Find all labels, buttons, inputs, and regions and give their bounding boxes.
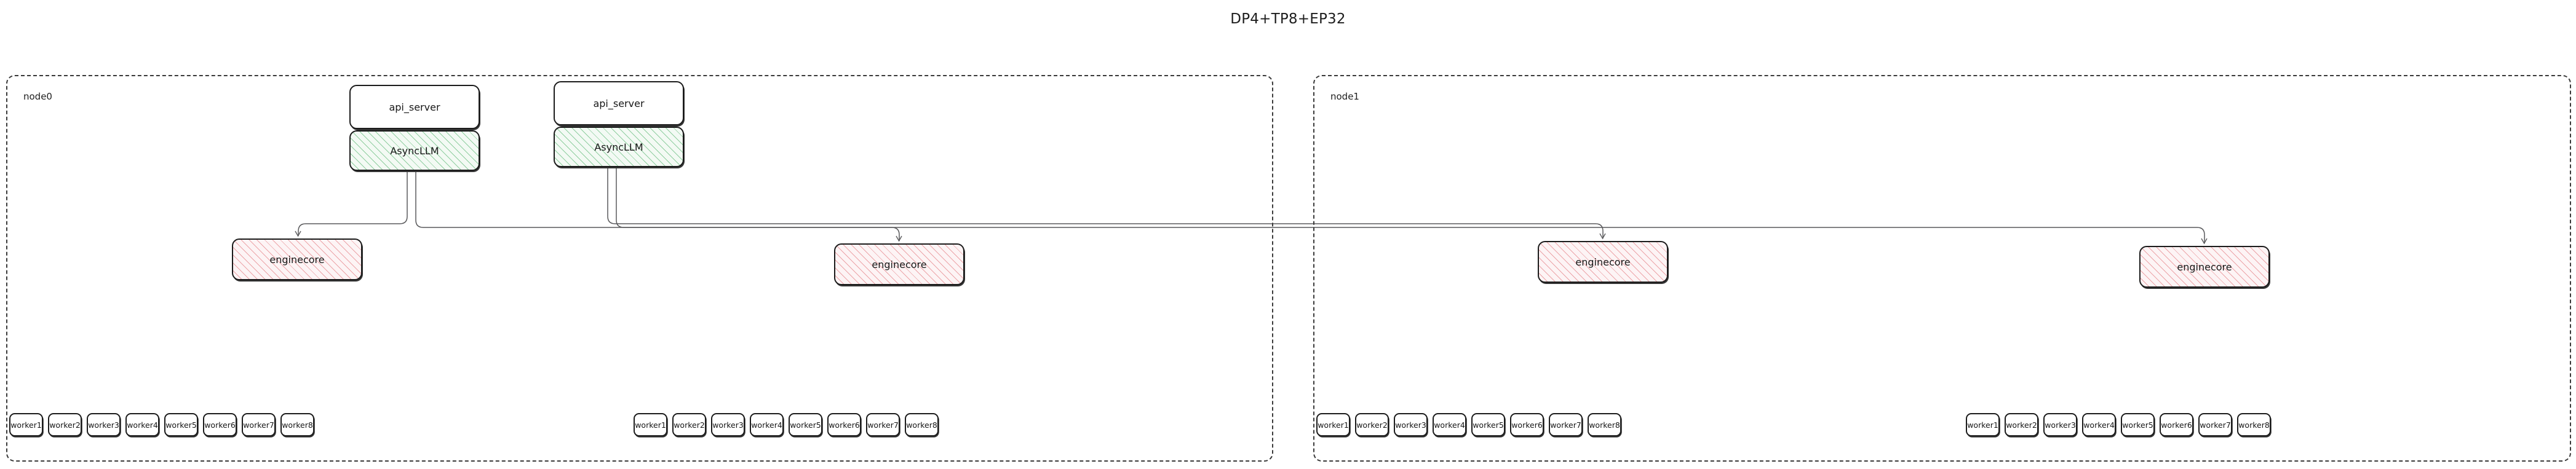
enginecore-box-3-label: enginecore <box>1575 256 1631 268</box>
api-server-box-2-label: api_server <box>593 97 645 109</box>
worker-chip[interactable]: worker5 <box>164 413 198 436</box>
worker-chip[interactable]: worker3 <box>711 413 745 436</box>
worker-chip[interactable]: worker2 <box>2005 413 2038 436</box>
worker-chip[interactable]: worker8 <box>1588 413 1621 436</box>
asyncllm-box-1-label: AsyncLLM <box>390 144 439 157</box>
enginecore-box-3[interactable]: enginecore <box>1538 241 1668 283</box>
worker-chip[interactable]: worker2 <box>1355 413 1389 436</box>
cluster-node0: node0 <box>6 75 1273 462</box>
cluster-label-node0: node0 <box>23 91 52 102</box>
enginecore-box-1-label: enginecore <box>269 253 325 266</box>
worker-chip[interactable]: worker5 <box>2121 413 2155 436</box>
asyncllm-box-1[interactable]: AsyncLLM <box>349 130 480 171</box>
worker-chip[interactable]: worker7 <box>866 413 900 436</box>
worker-chip[interactable]: worker6 <box>203 413 237 436</box>
worker-chip[interactable]: worker4 <box>750 413 784 436</box>
api-server-box-1-label: api_server <box>389 101 440 113</box>
worker-chip[interactable]: worker8 <box>2237 413 2271 436</box>
worker-chip[interactable]: worker1 <box>9 413 43 436</box>
worker-chip[interactable]: worker6 <box>2160 413 2193 436</box>
enginecore-box-1[interactable]: enginecore <box>232 238 362 280</box>
worker-chip[interactable]: worker8 <box>905 413 939 436</box>
worker-chip[interactable]: worker2 <box>48 413 82 436</box>
worker-chip[interactable]: worker1 <box>634 413 667 436</box>
worker-chip[interactable]: worker1 <box>1966 413 2000 436</box>
asyncllm-box-2-label: AsyncLLM <box>594 141 643 153</box>
worker-chip[interactable]: worker4 <box>2082 413 2116 436</box>
page-title: DP4+TP8+EP32 <box>1230 11 1346 27</box>
enginecore-box-4-label: enginecore <box>2177 261 2232 273</box>
api-server-box-2[interactable]: api_server <box>554 81 684 125</box>
worker-chip[interactable]: worker6 <box>827 413 861 436</box>
worker-chip[interactable]: worker3 <box>1394 413 1428 436</box>
asyncllm-box-2[interactable]: AsyncLLM <box>554 127 684 167</box>
worker-chip[interactable]: worker7 <box>1549 413 1583 436</box>
worker-chip[interactable]: worker1 <box>1316 413 1350 436</box>
api-server-box-1[interactable]: api_server <box>349 85 480 129</box>
worker-chip[interactable]: worker4 <box>125 413 159 436</box>
worker-chip[interactable]: worker8 <box>280 413 314 436</box>
worker-chip[interactable]: worker3 <box>2043 413 2077 436</box>
worker-chip[interactable]: worker7 <box>2198 413 2232 436</box>
worker-chip[interactable]: worker4 <box>1433 413 1466 436</box>
cluster-node1: node1 <box>1313 75 2571 462</box>
worker-chip[interactable]: worker3 <box>87 413 121 436</box>
enginecore-box-4[interactable]: enginecore <box>2139 246 2270 288</box>
enginecore-box-2-label: enginecore <box>872 258 927 270</box>
worker-chip[interactable]: worker5 <box>789 413 822 436</box>
worker-chip[interactable]: worker6 <box>1510 413 1544 436</box>
worker-chip[interactable]: worker2 <box>672 413 706 436</box>
worker-chip[interactable]: worker5 <box>1471 413 1505 436</box>
worker-chip[interactable]: worker7 <box>242 413 276 436</box>
cluster-label-node1: node1 <box>1330 91 1359 102</box>
enginecore-box-2[interactable]: enginecore <box>834 243 964 285</box>
